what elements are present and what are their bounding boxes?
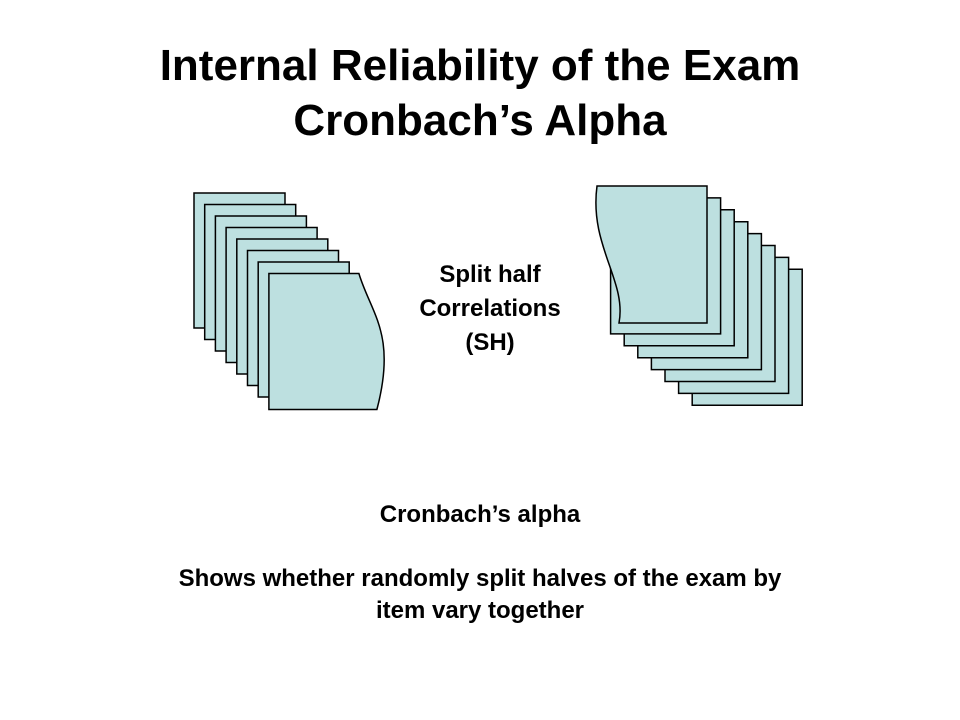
caption-description: Shows whether randomly split halves of t… <box>0 563 960 627</box>
right-front-page <box>595 185 708 324</box>
split-half-label-line-2: Correlations <box>419 295 561 322</box>
split-half-label: Split half Correlations (SH) <box>380 258 600 360</box>
title-line-1: Internal Reliability of the Exam <box>159 41 801 90</box>
caption-description-line-1: Shows whether randomly split halves of t… <box>178 565 782 592</box>
split-half-label-line-3: (SH) <box>465 329 515 356</box>
title-line-2: Cronbach’s Alpha <box>293 96 667 145</box>
split-half-label-line-1: Split half <box>439 261 541 288</box>
slide-title: Internal Reliability of the Exam Cronbac… <box>0 38 960 148</box>
left-front-page <box>268 272 385 411</box>
caption-description-line-2: item vary together <box>375 597 585 624</box>
caption-heading: Cronbach’s alpha <box>379 501 581 528</box>
